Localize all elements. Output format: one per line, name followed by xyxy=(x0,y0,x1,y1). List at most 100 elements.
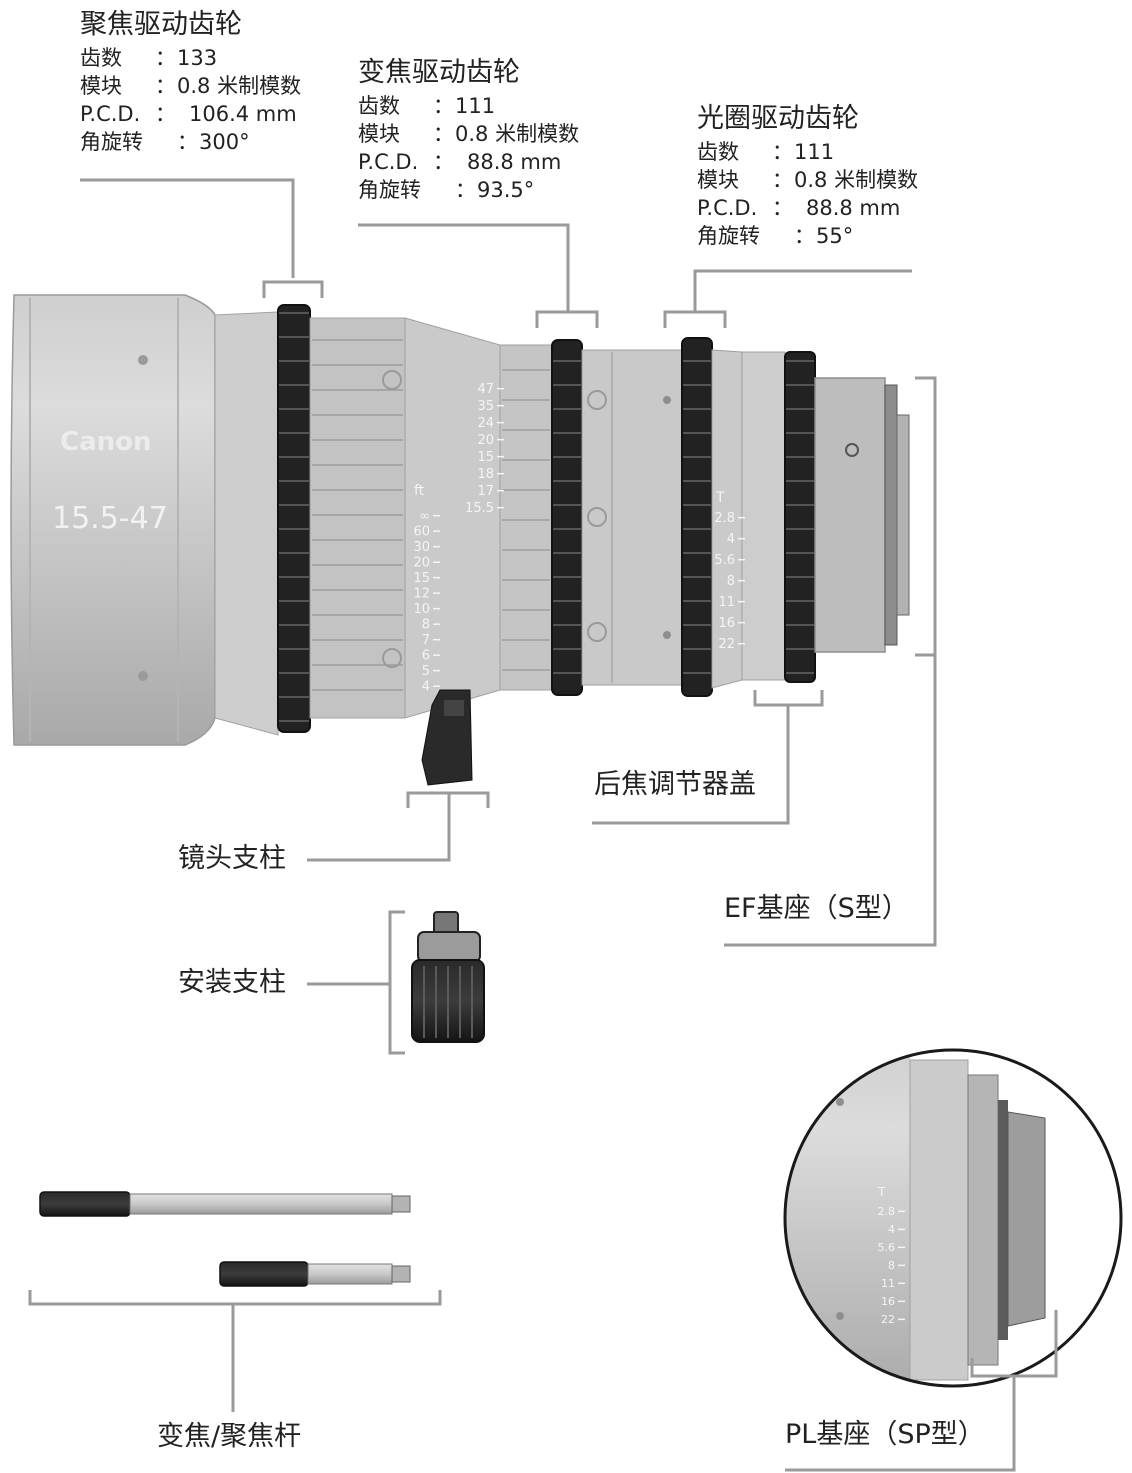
scale-label: 5.6 xyxy=(714,553,735,568)
lens-focal-range-text: 15.5-47 xyxy=(52,501,168,536)
spec-row: 角旋转：55° xyxy=(697,224,854,248)
zoom-gear-spec: 变焦驱动齿轮 齿数：111 模块：0.8 米制模数 P.C.D.：88.8 mm… xyxy=(358,56,579,204)
pl-iris-scale: 2.8 4 5.6 8 11 16 22 xyxy=(878,1205,905,1326)
zoom-section xyxy=(499,344,553,691)
scale-label: 4 xyxy=(888,1223,895,1236)
scale-label: 24 xyxy=(477,416,494,431)
spec-row: 模块：0.8 米制模数 xyxy=(697,168,919,192)
scale-label: 5 xyxy=(422,664,430,679)
scale-label: 8 xyxy=(422,618,430,633)
ef-mount-contacts xyxy=(896,414,910,616)
scale-label: 17 xyxy=(477,484,494,499)
front-screw xyxy=(138,355,148,365)
iris-label-text: T xyxy=(715,490,725,506)
focus-grip xyxy=(309,317,406,719)
pl-mount-inset xyxy=(783,1048,1123,1388)
zoom-gear-ring xyxy=(551,339,583,696)
scale-label: 35 xyxy=(477,399,494,414)
scale-label: 8 xyxy=(727,574,735,589)
ef-mount-flange xyxy=(884,384,898,646)
scale-label: 22 xyxy=(881,1313,895,1326)
scale-label: 7 xyxy=(422,633,430,648)
scale-label: 4 xyxy=(727,532,735,547)
spec-row: 角旋转：300° xyxy=(80,130,250,154)
lens-body xyxy=(10,294,910,746)
scale-label: 18 xyxy=(477,467,494,482)
scale-label: 2.8 xyxy=(878,1205,896,1218)
front-screw xyxy=(138,671,148,681)
scale-label: 6 xyxy=(422,649,430,664)
focus-scale-section xyxy=(214,311,279,736)
spec-row: 模块：0.8 米制模数 xyxy=(358,122,580,146)
scale-label: 5.6 xyxy=(878,1241,896,1254)
scale-label: 20 xyxy=(413,556,430,571)
scale-label: 16 xyxy=(718,616,735,631)
grip-knob xyxy=(382,370,402,390)
focus-gear-title: 聚焦驱动齿轮 xyxy=(80,9,242,40)
grip-knob xyxy=(382,648,402,668)
scale-label: 12 xyxy=(413,587,430,602)
back-focus-cover-label: 后焦调节器盖 xyxy=(594,769,756,800)
spec-row: 齿数：111 xyxy=(697,140,835,164)
mount-support-label: 安装支柱 xyxy=(178,967,286,998)
distance-unit-text: ft xyxy=(414,483,425,499)
scale-label: 15 xyxy=(477,450,494,465)
back-focus-bracket xyxy=(753,690,824,707)
iris-gear-title: 光圈驱动齿轮 xyxy=(697,103,859,134)
lens-support-post xyxy=(421,689,473,786)
focus-gear-ring xyxy=(277,304,311,733)
spec-row: P.C.D.：106.4 mm xyxy=(80,102,297,126)
spec-row: 角旋转：93.5° xyxy=(358,178,535,202)
zoom-scale: 47 35 24 20 15 18 17 15.5 xyxy=(465,382,504,516)
scale-label: 16 xyxy=(881,1295,895,1308)
scale-label: 22 xyxy=(718,637,735,652)
scale-label: 15 xyxy=(413,571,430,586)
iris-scale-section xyxy=(741,351,786,681)
lens-brand-text: Canon xyxy=(60,427,152,457)
iris-gear-spec: 光圈驱动齿轮 齿数：111 模块：0.8 米制模数 P.C.D.：88.8 mm… xyxy=(697,102,918,250)
scale-label: 47 xyxy=(477,382,494,397)
barrel-knob xyxy=(587,622,607,642)
spec-row: P.C.D.：88.8 mm xyxy=(697,196,901,220)
mount-support-bracket xyxy=(388,910,405,1055)
focus-gear-bracket xyxy=(80,178,295,278)
scale-label: ∞ xyxy=(419,509,430,524)
lens-support-label: 镜头支柱 xyxy=(178,843,286,874)
spec-row: P.C.D.：88.8 mm xyxy=(358,150,562,174)
scale-label: 15.5 xyxy=(465,501,494,516)
scale-label: 30 xyxy=(413,540,430,555)
barrel-screw xyxy=(663,631,671,639)
scale-label: 2.8 xyxy=(714,511,735,526)
scale-label: 60 xyxy=(413,525,430,540)
mount-support-post xyxy=(411,911,485,1043)
zoom-gear-bracket xyxy=(358,223,570,312)
pl-mount-label: PL基座（SP型） xyxy=(785,1419,985,1450)
scale-label: 10 xyxy=(413,602,430,617)
scale-label: 8 xyxy=(888,1259,895,1272)
scale-label: 11 xyxy=(718,595,735,610)
front-barrel xyxy=(10,294,216,746)
ef-mount-screw xyxy=(845,443,859,457)
ef-mount-label: EF基座（S型） xyxy=(724,893,909,924)
barrel-knob xyxy=(587,507,607,527)
spec-row: 齿数：111 xyxy=(358,94,496,118)
scale-label: 11 xyxy=(881,1277,895,1290)
scale-label: 4 xyxy=(422,680,430,695)
barrel-knob xyxy=(587,390,607,410)
ef-mount-body xyxy=(814,377,886,653)
zoom-focus-lever-label: 变焦/聚焦杆 xyxy=(157,1421,302,1452)
iris-gear-bracket xyxy=(693,269,912,312)
scale-label: 20 xyxy=(477,433,494,448)
back-focus-ring xyxy=(784,351,816,683)
iris-gear-ring xyxy=(681,337,713,697)
focus-gear-spec: 聚焦驱动齿轮 齿数：133 模块：0.8 米制模数 P.C.D.：106.4 m… xyxy=(80,8,301,156)
leader-lines xyxy=(28,178,1058,1472)
pl-iris-label-text: T xyxy=(877,1185,886,1199)
ef-mount-bracket xyxy=(915,376,937,657)
spec-row: 齿数：133 xyxy=(80,46,218,70)
barrel-screw xyxy=(663,396,671,404)
rods-bracket xyxy=(28,1290,442,1306)
zoom-gear-title: 变焦驱动齿轮 xyxy=(358,57,520,88)
